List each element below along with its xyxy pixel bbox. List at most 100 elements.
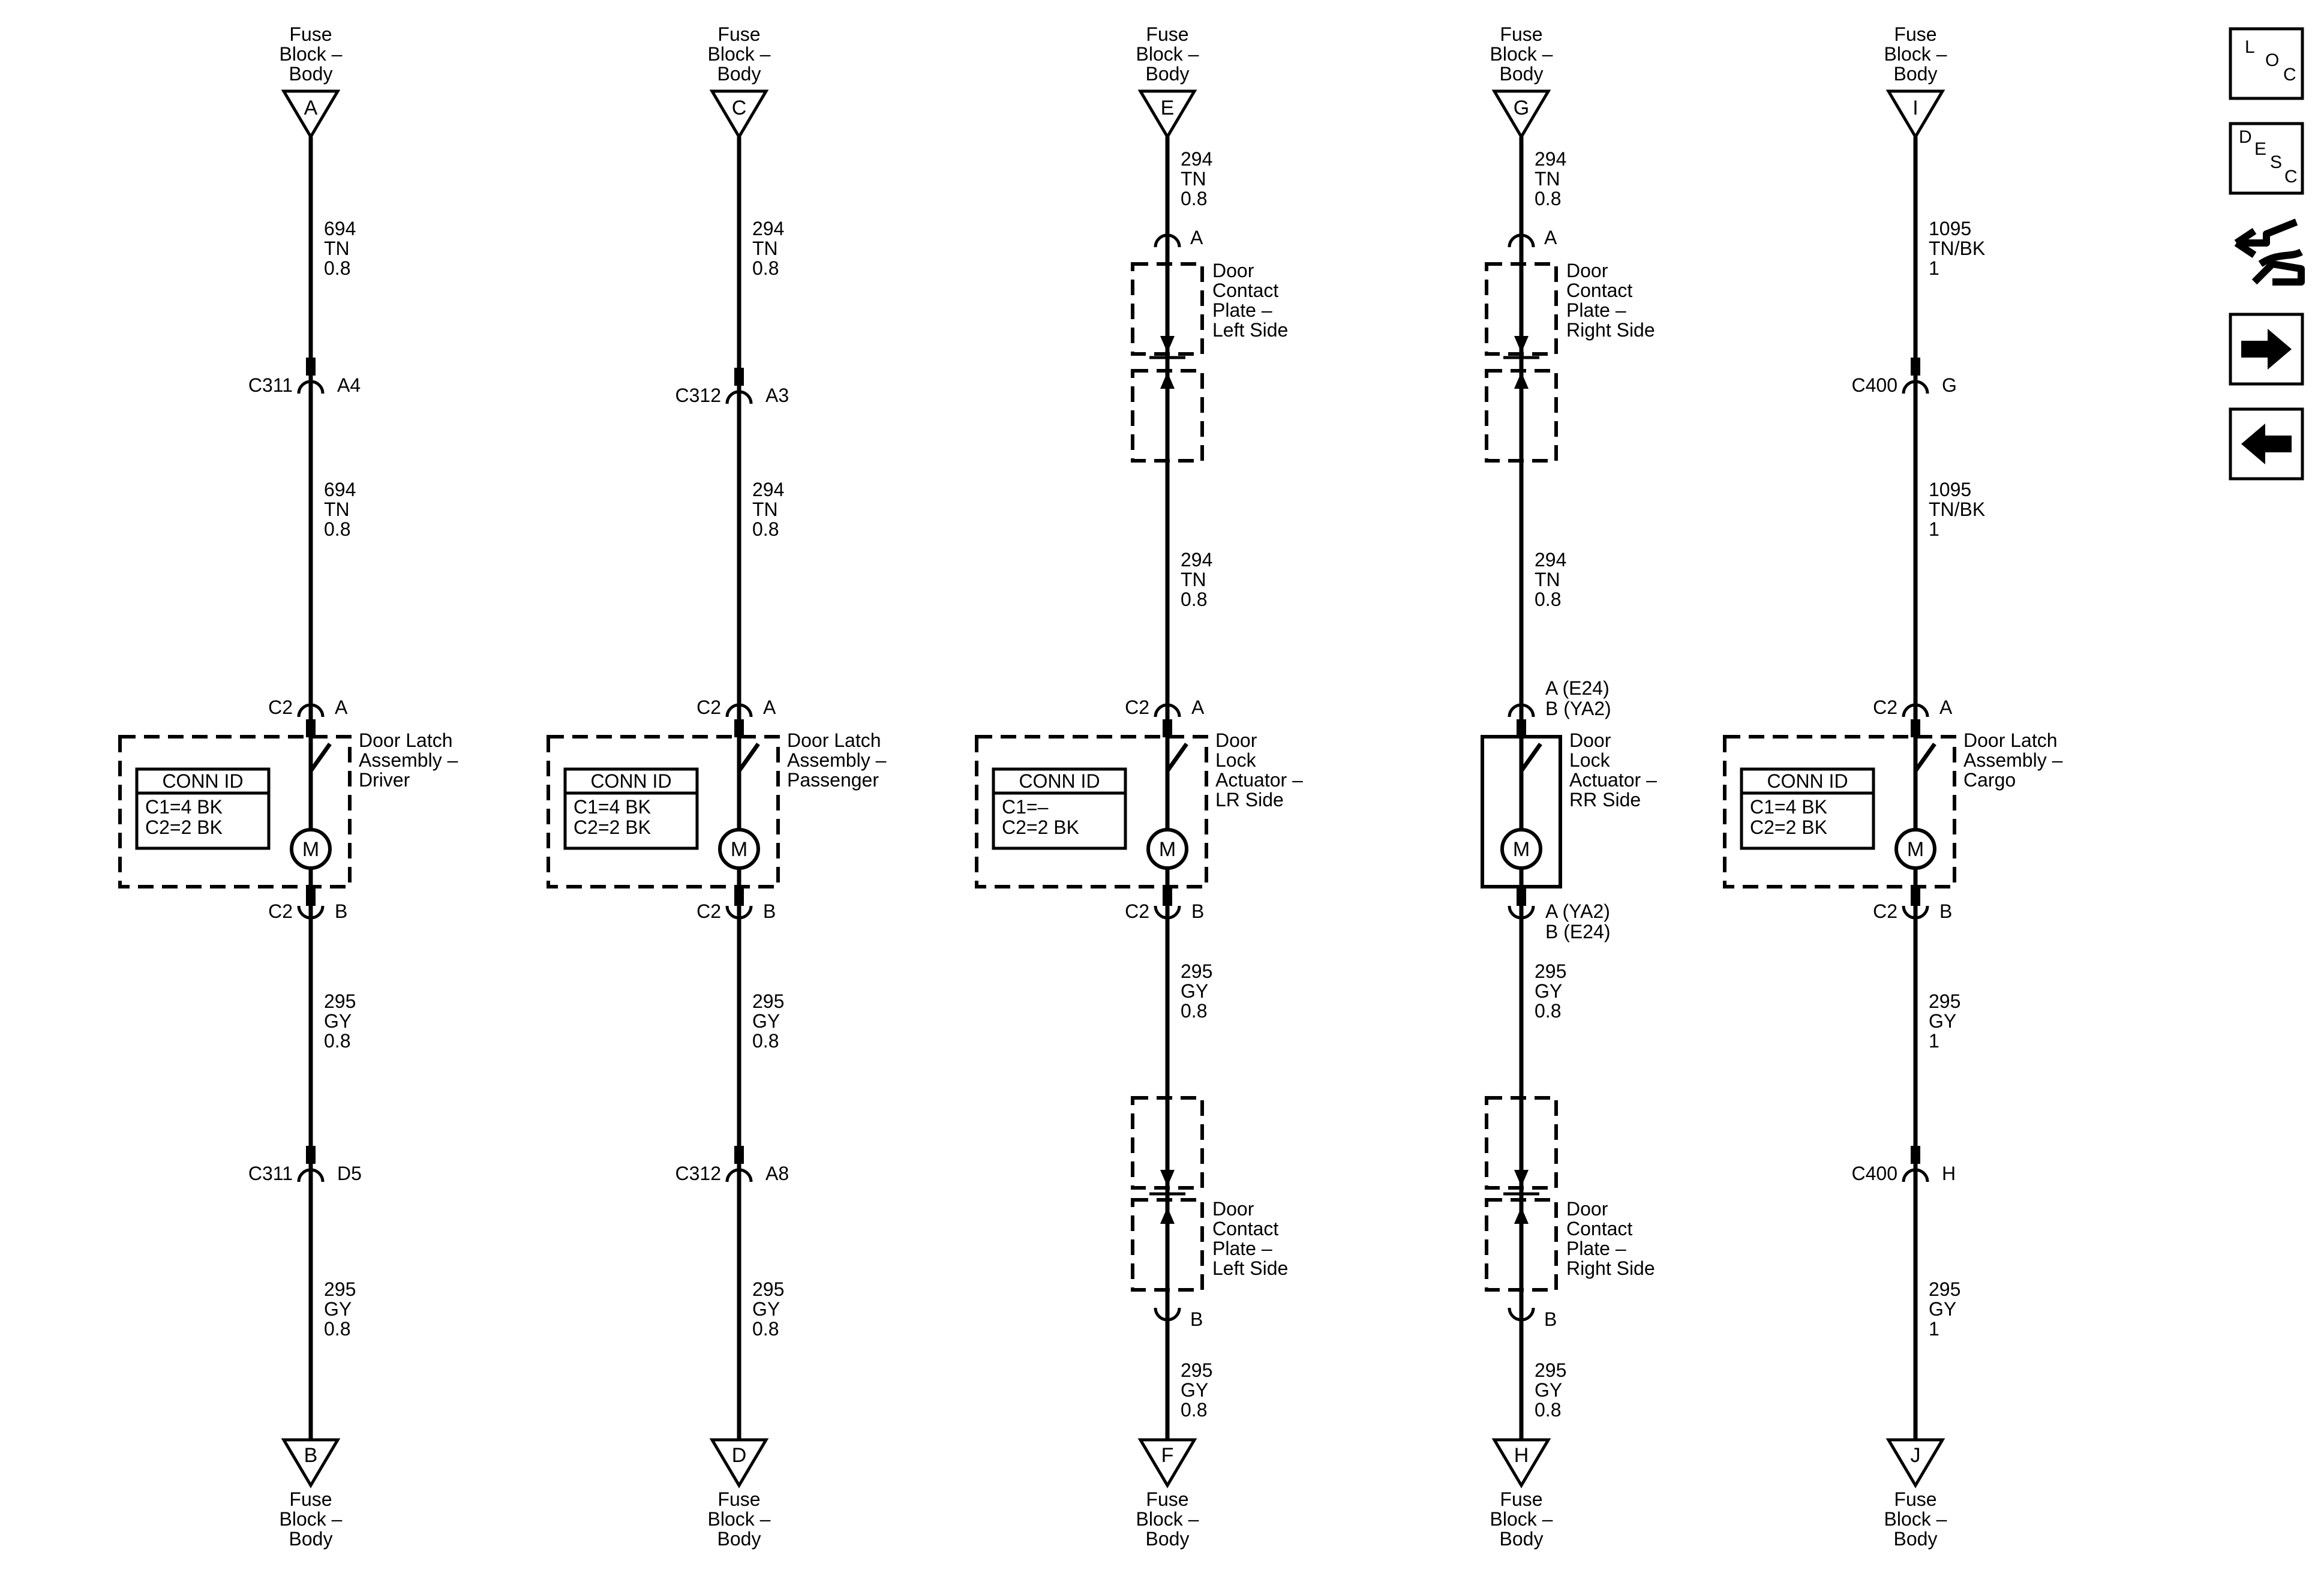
fuse-block-label: Fuse — [717, 1488, 760, 1510]
component-pin-label: B — [1939, 900, 1952, 922]
contact-plate-label: Plate – — [1212, 299, 1272, 321]
fuse-block-label: Body — [1146, 63, 1190, 85]
component-box — [975, 735, 1208, 888]
plate-pin-label: B — [1544, 1308, 1557, 1330]
arrow-head — [1160, 372, 1175, 389]
contact-plate-box — [1131, 262, 1204, 356]
loc-button[interactable]: LOC — [2229, 27, 2304, 100]
inline-connector-id: C312 — [675, 1163, 722, 1184]
wire-label: GY — [752, 1010, 780, 1032]
next-box[interactable] — [2229, 313, 2304, 386]
contact-plate-box — [1131, 1198, 1204, 1292]
motor-label: M — [302, 838, 319, 861]
connector-icon-shape — [2234, 218, 2305, 286]
component-pin-label: B (YA2) — [1545, 698, 1611, 719]
wire-label: TN — [1181, 569, 1206, 590]
wire-label: 1 — [1929, 518, 1939, 540]
wire-label: GY — [1929, 1298, 1956, 1320]
component-connector-id: C2 — [1125, 900, 1149, 922]
desc-box[interactable] — [2229, 122, 2304, 195]
connector-pin — [1911, 1146, 1920, 1164]
terminal-letter-bottom: H — [1514, 1444, 1529, 1467]
conn-id-line: C1=4 BK — [574, 796, 651, 818]
connector-pin — [1911, 888, 1920, 906]
wire-label: 0.8 — [752, 1318, 779, 1340]
connector-icon[interactable] — [2234, 218, 2305, 286]
contact-plate-label: Right Side — [1566, 1257, 1655, 1279]
wire-label: 694 — [324, 218, 356, 239]
wire-label: GY — [1535, 980, 1562, 1002]
contact-plate-box — [1131, 369, 1204, 463]
terminal-letter-top: I — [1912, 97, 1918, 119]
wire-label: 0.8 — [752, 1030, 779, 1052]
terminal-triangle-top — [1137, 89, 1197, 140]
prev-box[interactable] — [2229, 407, 2304, 481]
wire-label: 295 — [752, 990, 784, 1012]
wire-label: 1 — [1929, 257, 1939, 279]
connector-cup — [297, 703, 325, 718]
fuse-block-label: Body — [717, 63, 761, 85]
connector-pin — [734, 719, 744, 737]
connector-cup — [1154, 703, 1181, 718]
wire-label: TN — [752, 238, 778, 259]
component-box — [1723, 735, 1956, 888]
fuse-block-label: Fuse — [1500, 23, 1542, 45]
inline-connector-pin: H — [1942, 1163, 1956, 1184]
wire-label: 0.8 — [1535, 1000, 1561, 1022]
connector-cup — [1508, 233, 1535, 248]
connector-cup — [725, 905, 753, 920]
fuse-block-label: Body — [289, 1528, 333, 1550]
connector-cup — [725, 390, 753, 404]
conn-id-line: C1=– — [1002, 796, 1049, 818]
wire-label: GY — [1181, 980, 1208, 1002]
prev-button[interactable] — [2229, 407, 2304, 481]
component-box — [1481, 735, 1562, 888]
arrow-head — [1160, 336, 1175, 353]
arrow-left-icon — [2241, 424, 2292, 464]
connector-pin — [1163, 888, 1172, 906]
wire-label: 1 — [1929, 1030, 1939, 1052]
contact-plate-box — [1131, 1096, 1204, 1190]
wire-label: 294 — [752, 479, 784, 500]
wire-label: 294 — [1181, 549, 1212, 571]
inline-connector-pin: D5 — [337, 1163, 362, 1184]
next-button[interactable] — [2229, 313, 2304, 386]
connector-pin — [1911, 358, 1920, 376]
inline-connector-id: C311 — [248, 1163, 293, 1184]
loc-box[interactable] — [2229, 27, 2304, 100]
conn-id-box — [1740, 767, 1875, 850]
conn-id-box — [992, 767, 1127, 850]
wire-label: 0.8 — [1181, 1000, 1207, 1022]
wire-label: GY — [752, 1298, 780, 1320]
component-label: Cargo — [1963, 769, 2016, 791]
switch-contact — [309, 742, 332, 773]
component-pin-label: A — [335, 697, 348, 718]
wire-label: 295 — [324, 990, 356, 1012]
wire-label: 0.8 — [324, 1318, 350, 1340]
wire-label: TN/BK — [1929, 499, 1985, 520]
fuse-block-label: Block – — [1136, 1508, 1199, 1530]
contact-plate-box — [1485, 1096, 1558, 1190]
wire-label: 1095 — [1929, 479, 1971, 500]
component-label: Assembly – — [787, 749, 887, 771]
fuse-block-label: Body — [1146, 1528, 1190, 1550]
wire-label: 295 — [1929, 1278, 1960, 1300]
inline-connector-pin: A4 — [337, 374, 361, 396]
terminal-letter-top: G — [1514, 97, 1529, 119]
component-connector-id: C2 — [268, 697, 293, 718]
wire-label: TN — [324, 238, 350, 259]
contact-plate-label: Contact — [1212, 1218, 1278, 1239]
component-pin-label: B — [335, 900, 347, 922]
fuse-block-label: Fuse — [1146, 1488, 1188, 1510]
terminal-triangle-top — [709, 89, 769, 140]
fuse-block-label: Block – — [1490, 1508, 1553, 1530]
arrow-head — [1160, 1170, 1175, 1187]
terminal-triangle-top — [1885, 89, 1945, 140]
component-label: Lock — [1569, 749, 1611, 771]
component-label: Door — [1569, 730, 1611, 751]
conn-id-title: CONN ID — [1019, 770, 1100, 792]
arrow-right-icon — [2241, 329, 2292, 370]
